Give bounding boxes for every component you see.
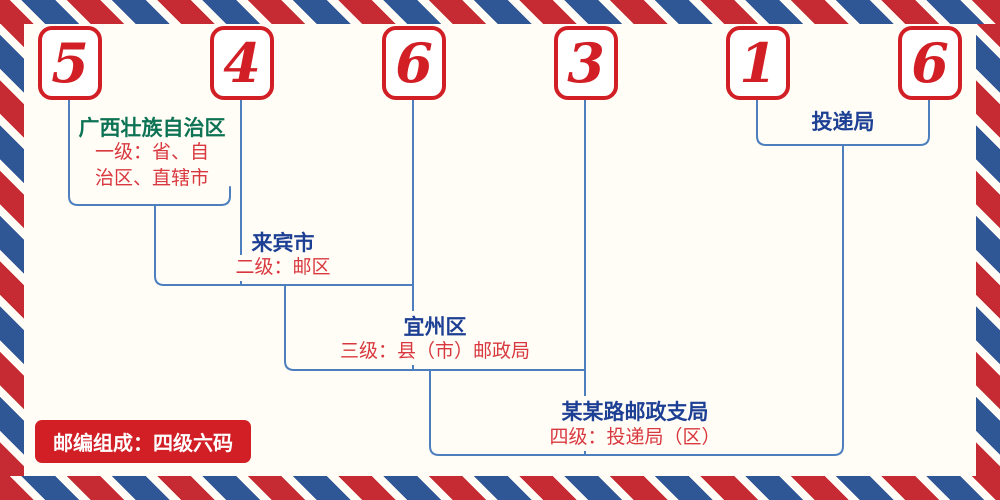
line-level3-to-level4 xyxy=(429,144,844,456)
level1-desc: 一级：省、自 治区、直辖市 xyxy=(90,140,214,192)
level4-name: 某某路邮政支局 xyxy=(557,396,713,426)
digit-box-5: 1 xyxy=(726,26,790,100)
line-level2-to-level3 xyxy=(284,284,586,371)
composition-badge: 邮编组成：四级六码 xyxy=(35,420,251,463)
envelope-border-left xyxy=(0,24,24,476)
level2-desc: 二级：邮区 xyxy=(231,255,335,281)
level1-name: 广西壮族自治区 xyxy=(74,112,230,142)
digit-box-6: 6 xyxy=(898,26,962,100)
level3-desc: 三级：县（市）邮政局 xyxy=(335,339,535,365)
level2-name: 来宾市 xyxy=(247,227,319,257)
level4-desc: 四级：投递局（区） xyxy=(545,425,725,451)
digit-box-3: 6 xyxy=(382,26,446,100)
envelope-border-right xyxy=(976,24,1000,476)
level3-name: 宜州区 xyxy=(399,311,471,341)
digit-box-2: 4 xyxy=(210,26,274,100)
envelope-border-bottom xyxy=(0,476,1000,500)
line-level1-to-level2 xyxy=(154,204,414,286)
digit-box-4: 3 xyxy=(554,26,618,100)
digit-box-1: 5 xyxy=(38,26,102,100)
line-digit1-to-level1 xyxy=(68,99,231,206)
envelope-border-top xyxy=(0,0,1000,24)
delivery-office-label: 投递局 xyxy=(807,106,879,136)
line-digit5-digit6-bracket xyxy=(756,99,930,146)
